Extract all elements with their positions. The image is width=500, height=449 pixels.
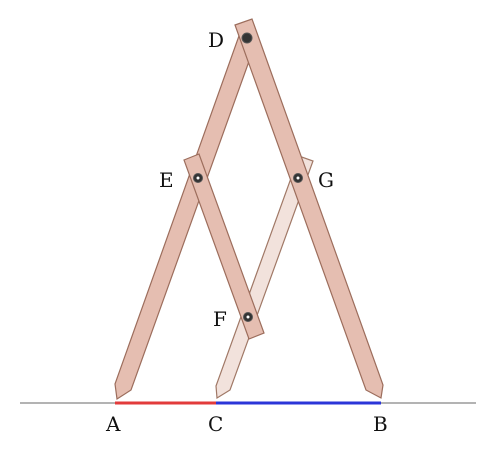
label-d: D: [208, 28, 224, 52]
label-f: F: [213, 307, 227, 331]
pivot-g: [293, 173, 303, 183]
label-b: B: [373, 412, 388, 436]
bar-a-d: [114, 32, 258, 401]
label-a: A: [105, 412, 121, 436]
pivot-d: [241, 32, 253, 44]
bar-e-f: [183, 153, 265, 340]
label-e: E: [159, 168, 174, 192]
bar-c-g: [215, 155, 314, 400]
label-g: G: [318, 168, 334, 192]
pivot-e: [193, 173, 203, 183]
label-c: C: [208, 412, 223, 436]
pivot-f: [243, 312, 253, 322]
bar-d-b: [234, 18, 384, 399]
